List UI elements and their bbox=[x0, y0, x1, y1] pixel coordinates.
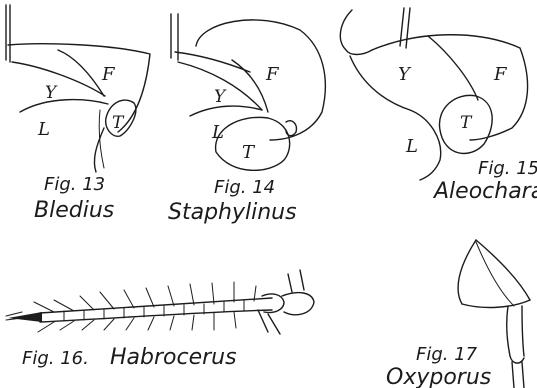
fig-17-genus-name: Oxyporus bbox=[386, 365, 491, 388]
fig-16-figure-label: Fig. 16. bbox=[22, 348, 89, 369]
fig-13-label-y: Y bbox=[45, 83, 58, 103]
fig-13-figure-label: Fig. 13 bbox=[44, 174, 105, 195]
fig-13-part-labels: F Y L T bbox=[37, 64, 125, 140]
fig-13-drawing bbox=[6, 5, 150, 172]
fig-16-drawing bbox=[6, 270, 314, 334]
fig-16-genus-name: Habrocerus bbox=[110, 345, 237, 370]
fig-15-figure-label: Fig. 15 bbox=[478, 158, 537, 179]
fig-13-label-l: L bbox=[37, 119, 50, 140]
fig-17-figure-label: Fig. 17 bbox=[416, 344, 478, 365]
fig-16-habrocerus: Fig. 16. Habrocerus bbox=[6, 270, 314, 370]
fig-15-label-l: L bbox=[405, 136, 418, 157]
fig-14-figure-label: Fig. 14 bbox=[214, 177, 275, 198]
fig-15-label-y: Y bbox=[398, 64, 412, 85]
fig-15-label-t: T bbox=[460, 113, 473, 133]
fig-15-aleochara: Y F L T Fig. 15 Aleochara bbox=[340, 8, 537, 204]
fig-14-genus-name: Staphylinus bbox=[168, 200, 297, 225]
fig-15-genus-name: Aleochara bbox=[432, 179, 537, 204]
antenna-tip bbox=[8, 312, 42, 322]
fig-14-staphylinus: F Y L T Fig. 14 Staphylinus bbox=[168, 14, 325, 225]
fig-14-label-y: Y bbox=[214, 87, 227, 107]
fig-15-drawing bbox=[340, 8, 527, 180]
fig-13-label-t: T bbox=[112, 113, 125, 133]
fig-13-label-f: F bbox=[101, 64, 116, 85]
fig-13-genus-name: Bledius bbox=[34, 198, 114, 223]
fig-13-bledius: F Y L T Fig. 13 Bledius bbox=[6, 5, 150, 223]
fig-15-label-f: F bbox=[493, 64, 508, 85]
fig-14-label-f: F bbox=[265, 64, 280, 85]
fig-17-oxyporus: Fig. 17 Oxyporus bbox=[386, 240, 530, 388]
fig-14-label-t: T bbox=[242, 142, 256, 163]
fig-14-label-l: L bbox=[211, 122, 224, 143]
